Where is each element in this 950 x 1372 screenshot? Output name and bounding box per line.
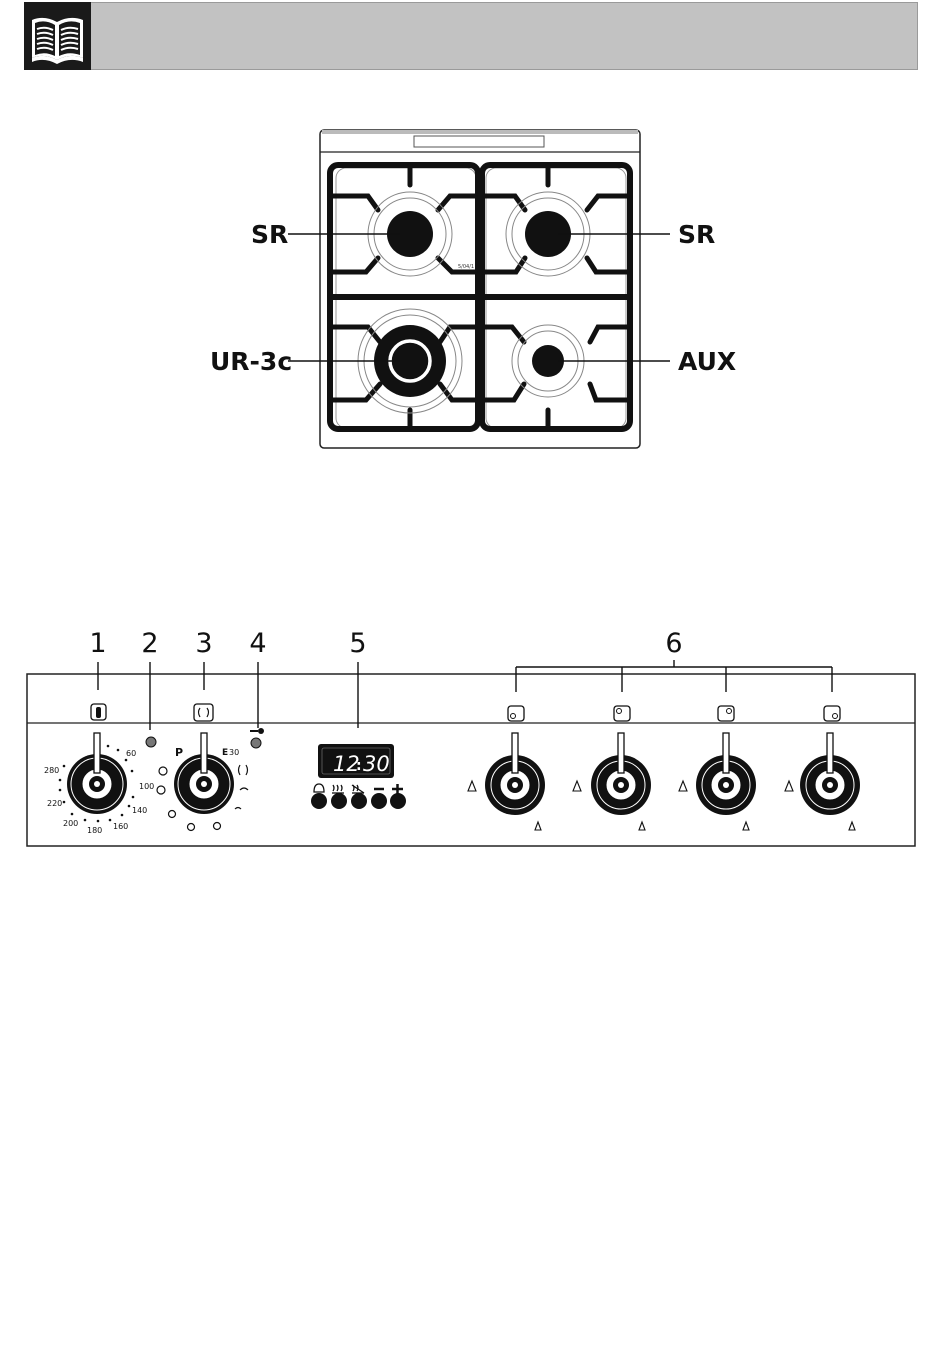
- timer-button-cooking-time[interactable]: [331, 793, 347, 809]
- callout-5: 5: [349, 630, 366, 657]
- callout-4: 4: [249, 630, 266, 657]
- selector-mark-p: P: [175, 746, 183, 759]
- header-bar: [24, 2, 918, 70]
- thermostat-label-60: 60: [126, 749, 136, 758]
- timer-colon: :: [356, 758, 362, 774]
- function-selector-icon: [194, 704, 213, 721]
- timer-button-bell[interactable]: [311, 793, 327, 809]
- callout-3: 3: [195, 630, 212, 657]
- thermostat-label-220: 220: [47, 799, 62, 808]
- label-front-right-burner: AUX: [678, 349, 736, 374]
- timer-button-minus[interactable]: [371, 793, 387, 809]
- timer-minutes: 30: [363, 752, 390, 776]
- callout-1: 1: [89, 630, 106, 657]
- label-rear-right-burner: SR: [678, 222, 715, 247]
- book-icon: [24, 2, 91, 70]
- thermostat-label-200: 200: [63, 819, 78, 828]
- callout-6: 6: [665, 630, 682, 657]
- thermostat-label-160: 160: [113, 822, 128, 831]
- indicator-light-oven: [251, 738, 261, 748]
- selector-mark-30: 30: [229, 748, 239, 757]
- callout-2: 2: [141, 630, 158, 657]
- indicator-light-thermostat: [146, 737, 156, 747]
- thermostat-label-180: 180: [87, 826, 102, 835]
- hob-diagram: 5/04/1: [0, 120, 950, 580]
- thermostat-label-280: 280: [44, 766, 59, 775]
- label-rear-left-burner: SR: [251, 222, 288, 247]
- timer-button-end-cooking[interactable]: [351, 793, 367, 809]
- hob-stamp: 5/04/1: [458, 264, 474, 270]
- thermostat-label-140: 140: [132, 806, 147, 815]
- timer-button-plus[interactable]: [390, 793, 406, 809]
- selector-mark-e: E: [222, 748, 228, 758]
- thermometer-icon: [91, 704, 106, 720]
- thermostat-label-100: 100: [139, 782, 154, 791]
- control-panel: 60 100 140 160 180 200 220 280 P E 30 12…: [0, 660, 950, 860]
- label-front-left-burner: UR-3c: [210, 349, 292, 374]
